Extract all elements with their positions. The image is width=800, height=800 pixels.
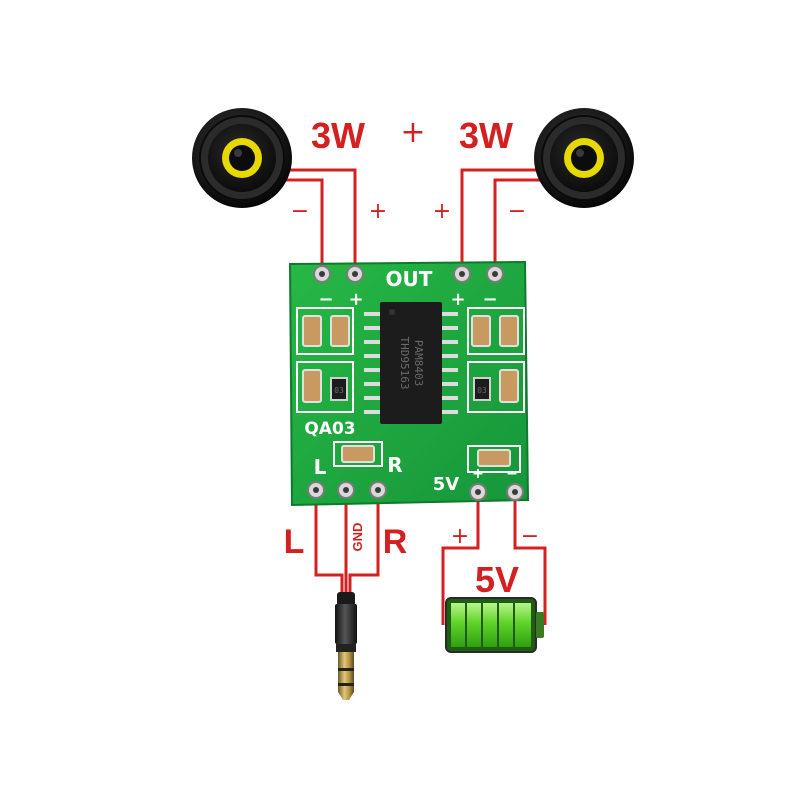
- cap-code-left: 03: [334, 386, 344, 395]
- chip-label-line2: THD95163: [398, 337, 411, 390]
- right-speaker-minus-label: −: [508, 199, 526, 224]
- left-speaker-plus-label: +: [369, 199, 387, 224]
- board-out-label: OUT: [386, 267, 433, 291]
- wire-input-right: [348, 492, 380, 595]
- board-model-label: QA03: [304, 419, 355, 439]
- cap-code-right: 03: [477, 386, 487, 395]
- wire-input-left: [314, 492, 344, 595]
- amplifier-chip: [380, 302, 442, 424]
- wire-right-speaker-plus: [460, 168, 546, 270]
- board-out-plus: +: [348, 289, 363, 310]
- input-left-label: L: [284, 523, 305, 561]
- battery-icon: [445, 597, 544, 653]
- board-out-plus-right: +: [450, 289, 465, 310]
- supply-voltage-label: 5V: [475, 559, 519, 600]
- wire-left-speaker-minus: [282, 178, 324, 270]
- board-pin-l: L: [314, 455, 327, 479]
- board-out-minus: −: [318, 289, 333, 310]
- board-pin-plus: +: [472, 466, 484, 482]
- input-right-label: R: [383, 523, 408, 561]
- supply-plus-label: +: [451, 524, 469, 549]
- input-gnd-label: GND: [350, 523, 365, 552]
- speaker-icon: [534, 108, 634, 208]
- wire-right-speaker-minus: [493, 178, 548, 270]
- wire-supply-minus: [513, 494, 547, 625]
- input-pads: [307, 481, 524, 501]
- supply-minus-label: −: [521, 524, 539, 549]
- board-pin-5v: 5V: [433, 474, 460, 495]
- right-components: 03: [467, 307, 525, 413]
- board-pin-minus: −: [506, 466, 518, 482]
- left-speaker-minus-label: −: [291, 199, 309, 224]
- amplifier-board: OUT − + + − 03 03: [288, 260, 530, 507]
- wire-supply-plus: [441, 494, 480, 625]
- right-speaker-plus-label: +: [433, 199, 451, 224]
- chip-pins: [364, 312, 458, 414]
- board-pin-r: R: [387, 453, 402, 477]
- wire-left-speaker-plus: [290, 168, 357, 270]
- output-pads: [313, 265, 504, 283]
- left-components: 03: [296, 307, 354, 413]
- left-power-label: 3W: [311, 115, 365, 156]
- board-out-minus-right: −: [482, 289, 497, 310]
- plus-between-label: +: [400, 115, 425, 150]
- right-power-label: 3W: [459, 115, 513, 156]
- speaker-icon: [192, 108, 292, 208]
- audio-jack-icon: [335, 592, 357, 700]
- wires: [282, 168, 548, 625]
- chip-label-line1: PAM8403: [412, 340, 425, 386]
